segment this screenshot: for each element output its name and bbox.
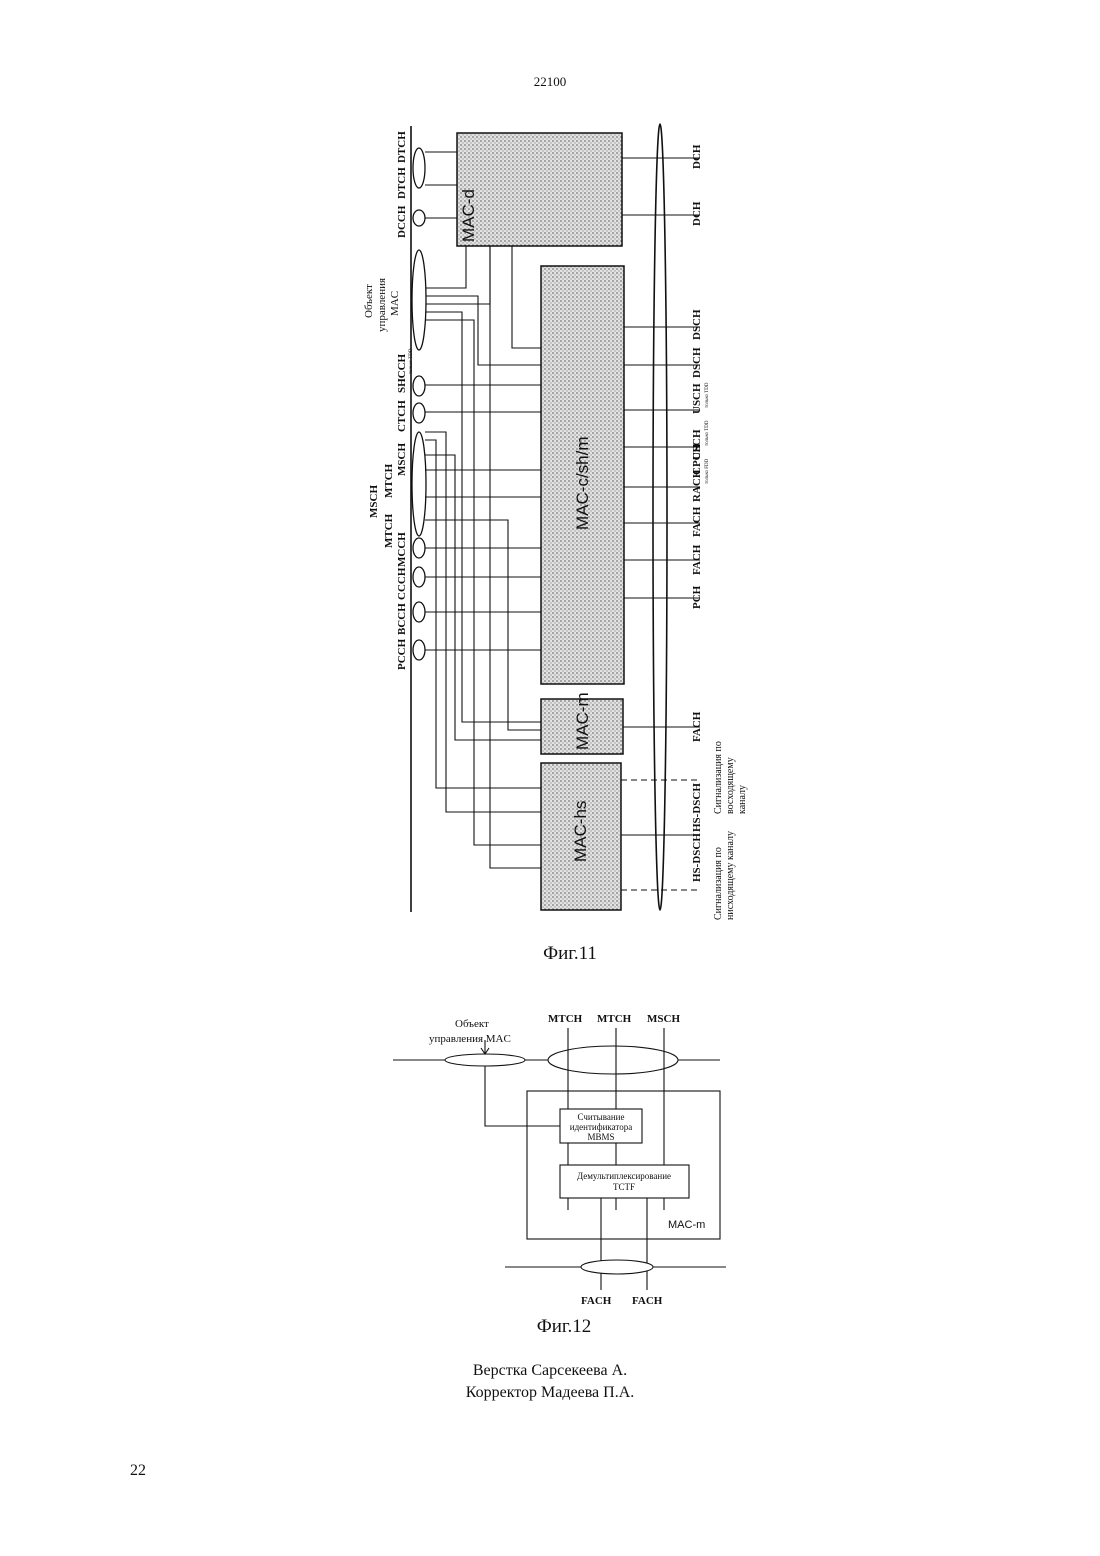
cpch-fdd-note: только FDD [705, 458, 710, 484]
label-bcch: BCCH [396, 603, 408, 635]
figure-12-caption: Фиг.12 [464, 1316, 664, 1338]
label-pch: PCH [691, 585, 703, 609]
label-fach-m: FACH [691, 711, 703, 742]
uplink-signal-3: каналу [737, 785, 748, 814]
layout-credit: Верстка Сарсекеева А. [0, 1360, 1100, 1382]
mac-c-label: MAC-c/sh/m [573, 437, 592, 531]
label-dch-1: DCH [691, 144, 703, 169]
label-dtch-2: DTCH [396, 167, 408, 199]
label-dsch-1: DSCH [691, 309, 703, 340]
downlink-signal-1: Сигнализация по [713, 847, 724, 920]
label-pcch: PCCH [396, 638, 408, 670]
fig12-fach-2: FACH [632, 1295, 663, 1307]
read-box-line-2: идентификатора [570, 1122, 632, 1132]
label-msch-2: MSCH [368, 485, 380, 518]
fig12-control-line-2: управления MAC [429, 1033, 511, 1045]
mac-m-label: MAC-m [573, 692, 592, 750]
read-box-line-1: Считывание [578, 1112, 625, 1122]
demux-box-line-2: TCTF [613, 1182, 635, 1192]
fig12-mtch-2: MTCH [597, 1013, 632, 1025]
label-rach: RACH [691, 469, 703, 502]
label-dcch: DCCH [396, 205, 408, 238]
fig12-mtch-1: MTCH [548, 1013, 583, 1025]
proofreader-credit: Корректор Мадеева П.А. [0, 1382, 1100, 1404]
credits: Верстка Сарсекеева А. Корректор Мадеева … [0, 1360, 1100, 1404]
usch-tdd-note: только TDD [705, 382, 710, 408]
label-msch-1: MSCH [396, 443, 408, 476]
usch-tdd-note-2: только TDD [705, 420, 710, 446]
figure-12-diagram: MTCH MTCH MSCH FACH FACH Объект управлен… [0, 1000, 1100, 1310]
mac-control-line-3: MAC [389, 291, 401, 316]
label-ccch: CCCH [396, 567, 408, 600]
label-shcch: SHCCH [396, 353, 408, 393]
label-dtch-1: DTCH [396, 131, 408, 163]
mac-d-label: MAC-d [459, 189, 478, 242]
label-dsch-2: DSCH [691, 347, 703, 378]
label-mtch-2: MTCH [383, 513, 395, 548]
label-fach-1: FACH [691, 506, 703, 537]
label-ctch: CTCH [396, 400, 408, 432]
uplink-signal-1: Сигнализация по [713, 741, 724, 814]
fig12-fach-1: FACH [581, 1295, 612, 1307]
uplink-signal-2: восходящему [725, 757, 736, 814]
page-number: 22 [130, 1462, 146, 1480]
mac-control-line-1: Объект [363, 284, 375, 318]
mac-d-block [457, 133, 622, 246]
shcch-tdd-note: только TDD [409, 348, 414, 374]
demux-box-line-1: Демультиплексирование [577, 1171, 671, 1181]
mac-hs-label: MAC-hs [571, 801, 590, 862]
mac-control-line-2: управления [376, 278, 388, 332]
figure-11-caption: Фиг.11 [470, 943, 670, 965]
label-hs-dsch-1: HS-DSCH [691, 783, 703, 832]
label-hs-dsch-2: HS-DSCH [691, 833, 703, 882]
figure-11-diagram: MAC-d MAC-c/sh/m MAC-m MAC-hs [0, 0, 1100, 940]
downlink-signal-2: нисходящему каналу [725, 831, 736, 920]
fig12-mac-m-label: MAC-m [668, 1219, 705, 1231]
fig12-control-line-1: Объект [455, 1018, 489, 1030]
read-box-line-3: MBMS [587, 1132, 614, 1142]
fig12-msch: MSCH [647, 1013, 680, 1025]
label-usch-1: USCH [691, 383, 703, 414]
label-mtch-1: MTCH [383, 463, 395, 498]
label-dch-2: DCH [691, 201, 703, 226]
label-mcch: MCCH [396, 532, 408, 567]
label-fach-2: FACH [691, 544, 703, 575]
